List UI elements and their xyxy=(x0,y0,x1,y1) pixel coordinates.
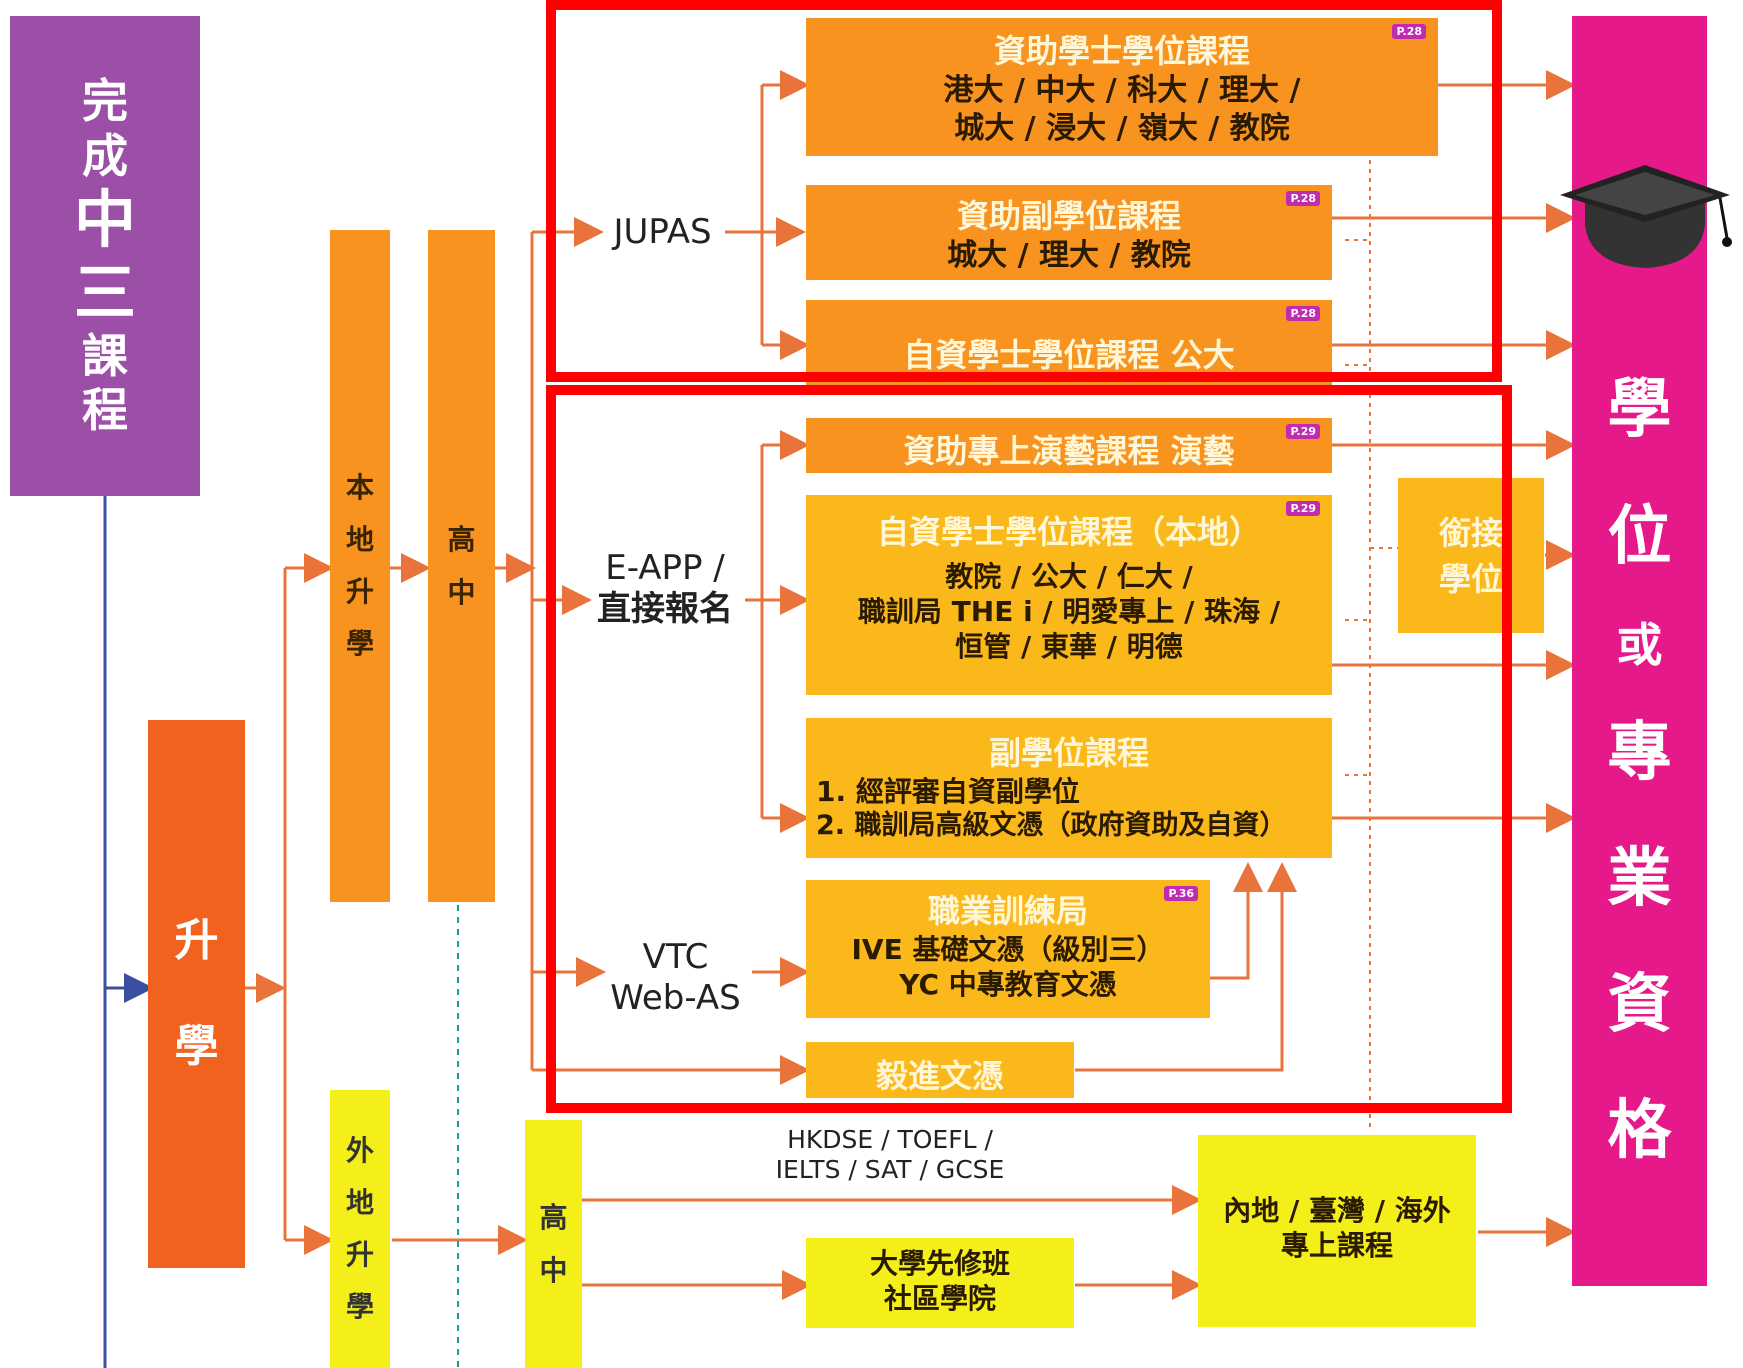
vtc-title: 職業訓練局 xyxy=(927,892,1088,930)
self-financed-local-title: 自資學士學位課程（本地） xyxy=(876,513,1261,551)
performing-arts-title: 資助專上演藝課程 演藝 xyxy=(903,432,1235,470)
page-ref-tag: P.29 xyxy=(1286,424,1320,439)
eapp-line1: E-APP / xyxy=(605,548,725,588)
char: 學 xyxy=(345,626,374,660)
self-financed-local-line2: 職訓局 THE i / 明愛專上 / 珠海 / xyxy=(857,595,1281,628)
funded-degree-title: 資助學士學位課程 xyxy=(993,32,1250,70)
top-up-degree-box: 銜接 學位 xyxy=(1398,478,1544,633)
vtc-line1: VTC xyxy=(642,937,709,977)
char: 高 xyxy=(539,1200,568,1234)
char: 地 xyxy=(345,1186,374,1220)
vtc-line2: Web-AS xyxy=(610,977,741,1018)
char: 升 xyxy=(345,575,374,608)
jupas-label: JUPAS xyxy=(613,212,712,252)
char: 本 xyxy=(345,471,374,505)
eapp-label: E-APP / 直接報名 xyxy=(580,548,750,630)
vtc-webas-label: VTC Web-AS xyxy=(598,937,753,1019)
eapp-line2: 直接報名 xyxy=(597,588,733,629)
page-ref-tag: P.28 xyxy=(1392,24,1426,39)
sub-degree-line1: 1. 經評審自資副學位 xyxy=(816,775,1080,808)
self-financed-local-line3: 恒管 / 東華 / 明德 xyxy=(955,630,1183,663)
char: 成 xyxy=(82,128,128,183)
funded-subdegree-box: P.28 資助副學位課程 城大 / 理大 / 教院 xyxy=(806,185,1332,280)
sub-degree-line2: 2. 職訓局高級文憑（政府資助及自資） xyxy=(816,810,1287,841)
sub-degree-box: 副學位課程 1. 經評審自資副學位 2. 職訓局高級文憑（政府資助及自資） xyxy=(806,718,1332,858)
sub-degree-title: 副學位課程 xyxy=(988,734,1149,772)
char: 中 xyxy=(73,182,136,256)
exams-line1: HKDSE / TOEFL / xyxy=(787,1125,993,1154)
vtc-box: P.36 職業訓練局 IVE 基礎文憑（級別三） YC 中專教育文憑 xyxy=(806,880,1210,1018)
char: 升 xyxy=(174,915,219,967)
char: 高 xyxy=(447,522,476,556)
char: 中 xyxy=(447,576,476,609)
self-financed-local-box: P.29 自資學士學位課程（本地） 教院 / 公大 / 仁大 / 職訓局 THE… xyxy=(806,495,1332,695)
local-further-study-box: 本 地 升 學 xyxy=(330,230,390,902)
char: 學 xyxy=(1607,373,1672,448)
pre-university-box: 大學先修班 社區學院 xyxy=(806,1238,1074,1328)
char: 地 xyxy=(345,523,374,557)
mainland-overseas-line2: 專上課程 xyxy=(1280,1229,1393,1262)
mainland-overseas-box: 內地 / 臺灣 / 海外 專上課程 xyxy=(1198,1135,1476,1327)
self-financed-degree-ou-title: 自資學士學位課程 公大 xyxy=(903,336,1235,374)
graduation-cap-icon xyxy=(1560,165,1732,268)
performing-arts-box: P.29 資助專上演藝課程 演藝 xyxy=(806,418,1332,473)
pre-university-line1: 大學先修班 xyxy=(869,1247,1010,1280)
char: 學 xyxy=(174,1021,219,1072)
top-up-line1: 銜接 xyxy=(1438,514,1503,552)
pre-university-line2: 社區學院 xyxy=(883,1282,996,1315)
top-up-line2: 學位 xyxy=(1438,560,1503,598)
char: 業 xyxy=(1607,842,1672,917)
page-ref-tag: P.29 xyxy=(1286,501,1320,516)
char: 完 xyxy=(82,74,128,129)
char: 課 xyxy=(82,329,128,384)
overseas-senior-secondary-box: 高 中 xyxy=(525,1120,582,1368)
funded-degree-box: P.28 資助學士學位課程 港大 / 中大 / 科大 / 理大 / 城大 / 浸… xyxy=(806,18,1438,156)
local-senior-secondary-box: 高 中 xyxy=(428,230,495,902)
char: 學 xyxy=(345,1289,374,1323)
char: 格 xyxy=(1607,1094,1672,1169)
yijin-title: 毅進文憑 xyxy=(875,1057,1004,1095)
page-ref-tag: P.28 xyxy=(1286,306,1320,321)
vtc-line1: IVE 基礎文憑（級別三） xyxy=(851,933,1165,966)
mainland-overseas-line1: 內地 / 臺灣 / 海外 xyxy=(1223,1194,1451,1227)
char: 升 xyxy=(345,1238,374,1271)
funded-subdegree-line1: 城大 / 理大 / 教院 xyxy=(947,238,1191,273)
exams-line2: IELTS / SAT / GCSE xyxy=(775,1155,1005,1184)
funded-degree-line2: 城大 / 浸大 / 嶺大 / 教院 xyxy=(954,110,1290,146)
yijin-box: 毅進文憑 xyxy=(806,1042,1074,1098)
completed-s3-box: 完 成 中 三 課 程 xyxy=(10,16,200,496)
page-ref-tag: P.36 xyxy=(1164,886,1198,901)
overseas-further-study-box: 外 地 升 學 xyxy=(330,1090,390,1368)
char: 外 xyxy=(345,1134,374,1168)
char: 三 xyxy=(73,256,136,329)
char: 位 xyxy=(1607,499,1672,574)
jupas-highlight-frame xyxy=(546,0,1502,382)
char: 程 xyxy=(82,383,128,438)
char: 資 xyxy=(1607,968,1672,1043)
further-study-box: 升 學 xyxy=(148,720,245,1268)
exams-label: HKDSE / TOEFL / IELTS / SAT / GCSE xyxy=(700,1125,1080,1185)
char: 專 xyxy=(1607,716,1672,791)
self-financed-local-line1: 教院 / 公大 / 仁大 / xyxy=(945,560,1193,593)
funded-subdegree-title: 資助副學位課程 xyxy=(956,197,1181,235)
vtc-line2: YC 中專教育文憑 xyxy=(899,968,1117,1001)
funded-degree-line1: 港大 / 中大 / 科大 / 理大 / xyxy=(943,73,1301,108)
non-jupas-highlight-frame xyxy=(546,385,1512,1113)
page-ref-tag: P.28 xyxy=(1286,191,1320,206)
char: 或 xyxy=(1616,617,1663,672)
char: 中 xyxy=(539,1254,568,1287)
